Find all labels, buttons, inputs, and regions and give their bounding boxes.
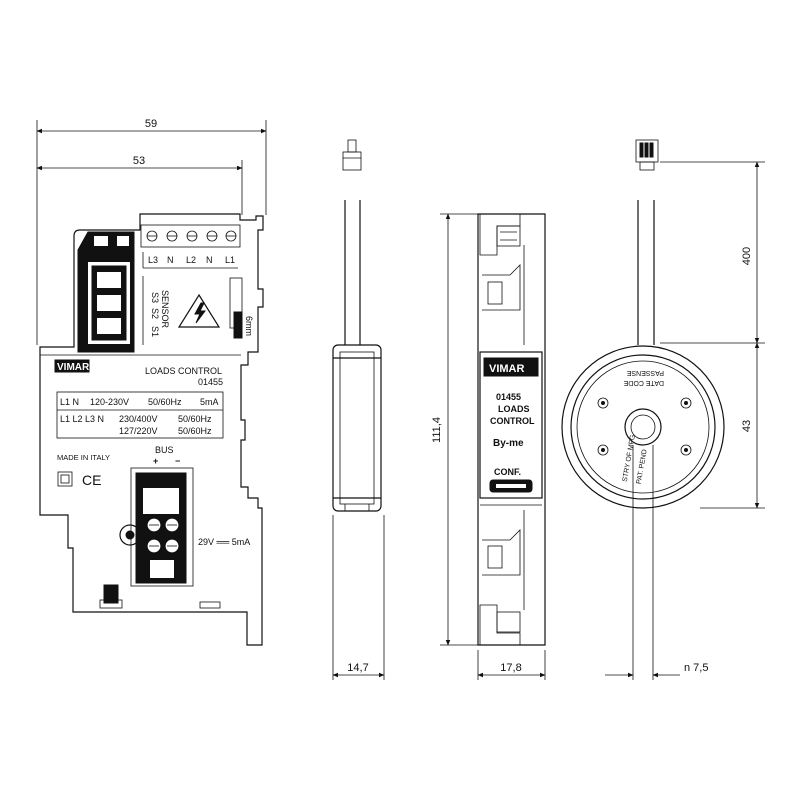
spec-2-voltage: 230/400V (119, 414, 158, 424)
front-product-name: LOADS CONTROL (145, 366, 222, 376)
strip-length-label: 6mm (244, 316, 254, 336)
spec-3-voltage: 127/220V (119, 426, 158, 436)
dim-cable-length-label: 400 (741, 247, 753, 265)
dim-depth-module-label: 17,8 (500, 662, 521, 674)
module-side-outline (477, 213, 546, 646)
sensor-text-bottom-2: PAT. PEND (636, 449, 649, 485)
cable-right (637, 200, 655, 345)
side-product-code: 01455 (496, 392, 521, 402)
bus-rating: 29V ══ 5mA (198, 537, 250, 547)
side-product-name-2: CONTROL (490, 416, 535, 426)
terminal-label-l2: L2 (186, 255, 196, 265)
spec-2-freq: 50/60Hz (178, 414, 212, 424)
spec-1-current: 5mA (200, 397, 219, 407)
bus-plus: + (153, 456, 158, 466)
hazard-warning-icon (177, 293, 221, 328)
dim-depth-sensor: 14,7 (332, 515, 385, 680)
sensor-body-side (332, 344, 382, 512)
dim-width-body-label: 53 (133, 155, 145, 167)
mounting-screw-icon (119, 524, 141, 546)
sensor-text-top-2: DATE CODE (623, 379, 664, 386)
front-view: 59 53 L3 N L2 N L1 (36, 118, 267, 646)
front-housing-outline (39, 213, 264, 646)
front-product-code: 01455 (198, 377, 223, 387)
dim-width-overall: 59 (36, 118, 267, 345)
side-brand: VIMAR (489, 363, 525, 375)
terminal-label-n2: N (206, 255, 213, 265)
spec-2-phase: L1 L2 L3 N (60, 414, 104, 424)
bus-connector: BUS + − (130, 445, 194, 587)
terminal-block: L3 N L2 N L1 (140, 224, 241, 269)
dim-height-overall-label: 111,4 (431, 417, 443, 443)
side-label-panel: VIMAR 01455 LOADS CONTROL By-me CONF. (479, 351, 543, 499)
side-system-label: By-me (493, 438, 524, 449)
sensor-terminal-s2: S2 (150, 308, 160, 319)
side-bottom-latch (479, 504, 542, 645)
spec-3-freq: 50/60Hz (178, 426, 212, 436)
dim-width-overall-label: 59 (145, 118, 157, 130)
sensor-text-top-1: PASSENSE (626, 369, 664, 376)
sensor-disc: PASSENSE DATE CODE STRY OF MFG PAT. PEND (561, 345, 725, 509)
dim-sensor-diameter-label: 43 (741, 420, 753, 432)
sensor-side-view: 14,7 (332, 139, 385, 680)
dim-depth-sensor-label: 14,7 (347, 662, 368, 674)
terminal-label-l1: L1 (225, 255, 235, 265)
terminal-screws (146, 230, 237, 242)
sensor-connector (77, 231, 135, 353)
spec-1-phase: L1 N (60, 397, 79, 407)
ce-mark: CE (82, 472, 101, 488)
dim-height-overall: 111,4 (431, 213, 480, 646)
dim-cable-length: 400 (660, 161, 765, 344)
side-top-latch (479, 214, 525, 345)
sensor-text-bottom-1: STRY OF MFG (622, 434, 637, 482)
square-mark-icon (57, 471, 73, 487)
sensor-terminal-s3: S3 (150, 292, 160, 303)
sensor-terminal-s1: S1 (150, 326, 160, 337)
spec-1-freq: 50/60Hz (148, 397, 182, 407)
terminal-label-n1: N (167, 255, 174, 265)
dim-hole-diameter: n 7,5 (605, 445, 708, 680)
terminal-label-l3: L3 (148, 255, 158, 265)
side-conf-label: CONF. (494, 467, 521, 477)
cable-plug-left (342, 139, 362, 171)
front-brand: VIMAR (57, 362, 90, 373)
dim-width-body: 53 (36, 155, 243, 215)
sensor-front-view: PASSENSE DATE CODE STRY OF MFG PAT. PEND… (561, 139, 765, 680)
cable-plug-right (635, 139, 659, 171)
bus-minus: − (175, 456, 180, 466)
bus-label: BUS (155, 445, 174, 455)
sensor-label: SENSOR (160, 290, 170, 329)
dim-depth-module: 17,8 (477, 650, 546, 680)
dim-hole-diameter-label: n 7,5 (684, 662, 708, 674)
cable-left (344, 200, 361, 345)
sensor-label-group: S3 S2 S1 SENSOR (142, 276, 170, 345)
spec-1-voltage: 120-230V (90, 397, 129, 407)
module-side-view: 111,4 VIMAR 01455 LOADS CONTROL By-me CO… (431, 213, 546, 680)
product-label: VIMAR LOADS CONTROL 01455 L1 N 120-230V … (54, 359, 224, 439)
dim-sensor-diameter: 43 (700, 342, 765, 509)
side-product-name-1: LOADS (498, 404, 530, 414)
made-in-label: MADE IN ITALY (57, 453, 110, 462)
din-clip (99, 584, 221, 609)
strip-gauge: 6mm (229, 277, 254, 339)
